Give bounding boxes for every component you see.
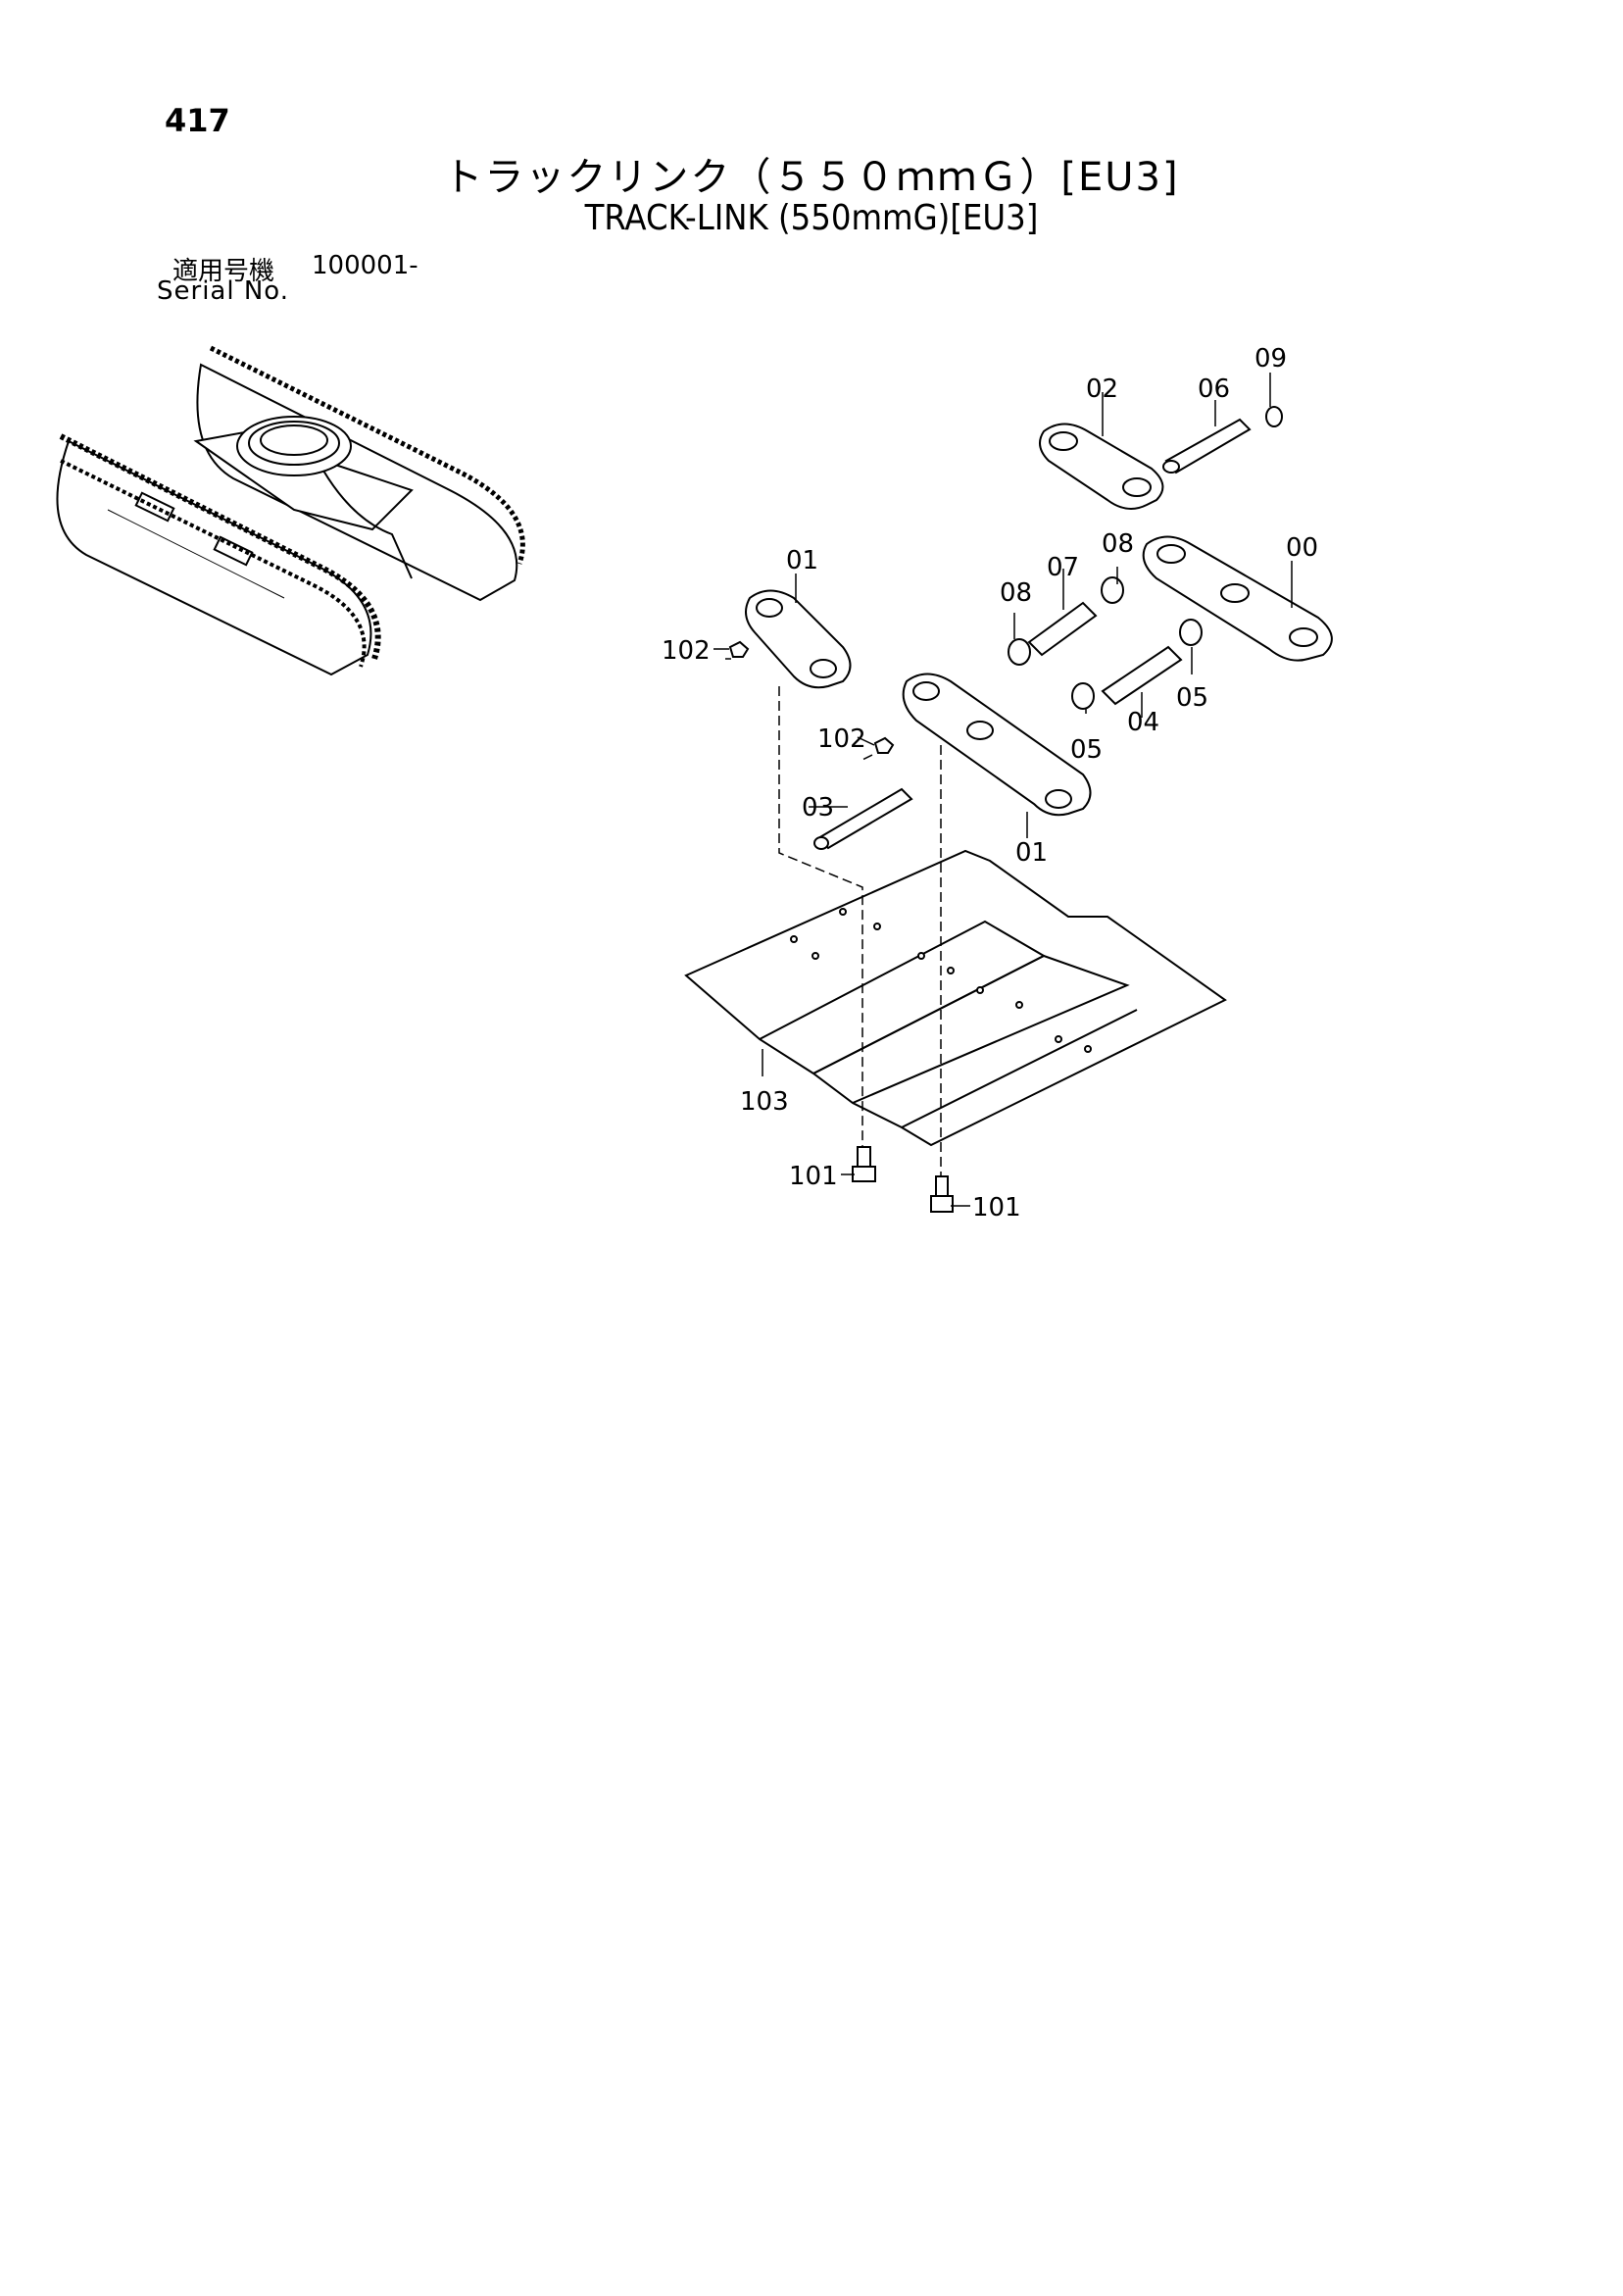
undercarriage-overview [56, 345, 525, 676]
callout-102-middle: 102 [817, 724, 866, 754]
callout-05-right: 05 [1176, 683, 1208, 713]
serial-number-value: 100001- [312, 251, 418, 280]
callout-08-left: 08 [1000, 578, 1032, 608]
serial-label-japanese: 適用号機 [172, 257, 275, 286]
exploded-track-link [684, 373, 1333, 1213]
page-title-english: TRACK-LINK (550mmG)[EU3] [584, 198, 1039, 238]
callout-03: 03 [802, 793, 834, 823]
serial-label-english: Serial No. [157, 276, 289, 306]
callout-101-left: 101 [789, 1162, 838, 1191]
callout-04: 04 [1127, 708, 1159, 737]
callout-01-bottom: 01 [1015, 838, 1048, 868]
callout-02: 02 [1086, 374, 1118, 404]
callout-06: 06 [1198, 374, 1230, 404]
page-title-japanese: トラックリンク（５５０ｍｍＧ）[EU3] [443, 155, 1180, 200]
callout-09: 09 [1254, 344, 1287, 374]
page-number: 417 [165, 102, 230, 139]
callout-103: 103 [740, 1087, 789, 1117]
callout-07: 07 [1047, 553, 1079, 582]
callout-01-top: 01 [786, 546, 818, 575]
callout-00: 00 [1286, 533, 1318, 563]
callout-05-left: 05 [1070, 735, 1103, 765]
callout-08-right: 08 [1102, 529, 1134, 559]
callout-101-right: 101 [972, 1193, 1021, 1223]
callout-102-top: 102 [662, 636, 711, 666]
